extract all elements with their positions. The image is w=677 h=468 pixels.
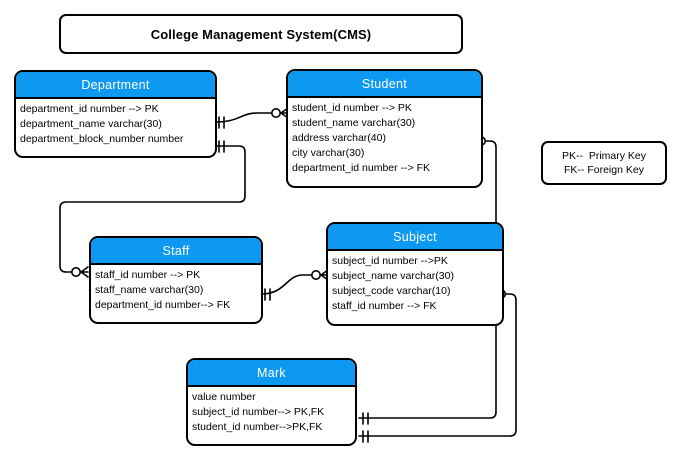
entity-department-attributes: department_id number --> PK department_n… bbox=[16, 99, 215, 149]
entity-mark[interactable]: Mark value number subject_id number--> P… bbox=[186, 358, 357, 446]
diagram-title-box: College Management System(CMS) bbox=[59, 14, 463, 54]
legend-foreign-key: FK-- Foreign Key bbox=[564, 164, 644, 176]
entity-student-attributes: student_id number --> PK student_name va… bbox=[288, 98, 481, 178]
diagram-title: College Management System(CMS) bbox=[150, 26, 372, 42]
wire-department-student bbox=[214, 112, 273, 123]
attribute-row: subject_id number -->PK bbox=[332, 255, 448, 267]
entity-staff-title: Staff bbox=[162, 243, 190, 258]
entity-department-title: Department bbox=[81, 77, 150, 92]
attribute-row: subject_name varchar(30) bbox=[332, 270, 454, 282]
entity-mark-header: Mark bbox=[188, 360, 355, 387]
attribute-row: address varchar(40) bbox=[292, 132, 386, 144]
entity-mark-attributes: value number subject_id number--> PK,FK … bbox=[188, 387, 355, 437]
entity-department[interactable]: Department department_id number --> PK d… bbox=[14, 70, 217, 158]
attribute-row: student_name varchar(30) bbox=[292, 117, 416, 129]
circle-student-optional bbox=[270, 108, 281, 119]
entity-subject-header: Subject bbox=[328, 224, 502, 251]
attribute-row: student_id number-->PK,FK bbox=[192, 421, 323, 433]
entity-staff-header: Staff bbox=[91, 238, 261, 265]
wire-department-staff bbox=[59, 145, 246, 273]
entity-mark-title: Mark bbox=[257, 365, 286, 380]
entity-department-header: Department bbox=[16, 72, 215, 99]
attribute-row: department_id number --> PK bbox=[20, 103, 159, 115]
entity-student-title: Student bbox=[361, 76, 408, 91]
attribute-row: value number bbox=[192, 391, 256, 403]
attribute-row: subject_code varchar(10) bbox=[332, 285, 451, 297]
entity-staff[interactable]: Staff staff_id number --> PK staff_name … bbox=[89, 236, 263, 324]
attribute-row: department_name varchar(30) bbox=[20, 118, 162, 130]
attribute-row: staff_name varchar(30) bbox=[95, 284, 204, 296]
attribute-row: city varchar(30) bbox=[292, 147, 365, 159]
wire-staff-subject bbox=[260, 274, 313, 295]
attribute-row: staff_id number --> FK bbox=[332, 300, 437, 312]
legend-primary-key: PK-- Primary Key bbox=[561, 150, 646, 162]
circle-subject-optional bbox=[310, 269, 321, 280]
legend-box: PK-- Primary Key FK-- Foreign Key bbox=[541, 141, 667, 185]
entity-subject-title: Subject bbox=[393, 229, 437, 244]
entity-student-header: Student bbox=[288, 71, 481, 98]
attribute-row: department_id number--> FK bbox=[95, 299, 231, 311]
attribute-row: department_block_number number bbox=[20, 133, 184, 145]
entity-subject[interactable]: Subject subject_id number -->PK subject_… bbox=[326, 222, 504, 326]
attribute-row: subject_id number--> PK,FK bbox=[192, 406, 325, 418]
wire-mark-subject bbox=[358, 293, 517, 437]
entity-staff-attributes: staff_id number --> PK staff_name varcha… bbox=[91, 265, 261, 315]
attribute-row: department_id number --> FK bbox=[292, 162, 431, 174]
crowfoot-staff bbox=[80, 266, 89, 278]
circle-staff-optional bbox=[71, 266, 82, 277]
entity-student[interactable]: Student student_id number --> PK student… bbox=[286, 69, 483, 188]
attribute-row: student_id number --> PK bbox=[292, 102, 412, 114]
entity-subject-attributes: subject_id number -->PK subject_name var… bbox=[328, 251, 502, 316]
attribute-row: staff_id number --> PK bbox=[95, 269, 201, 281]
